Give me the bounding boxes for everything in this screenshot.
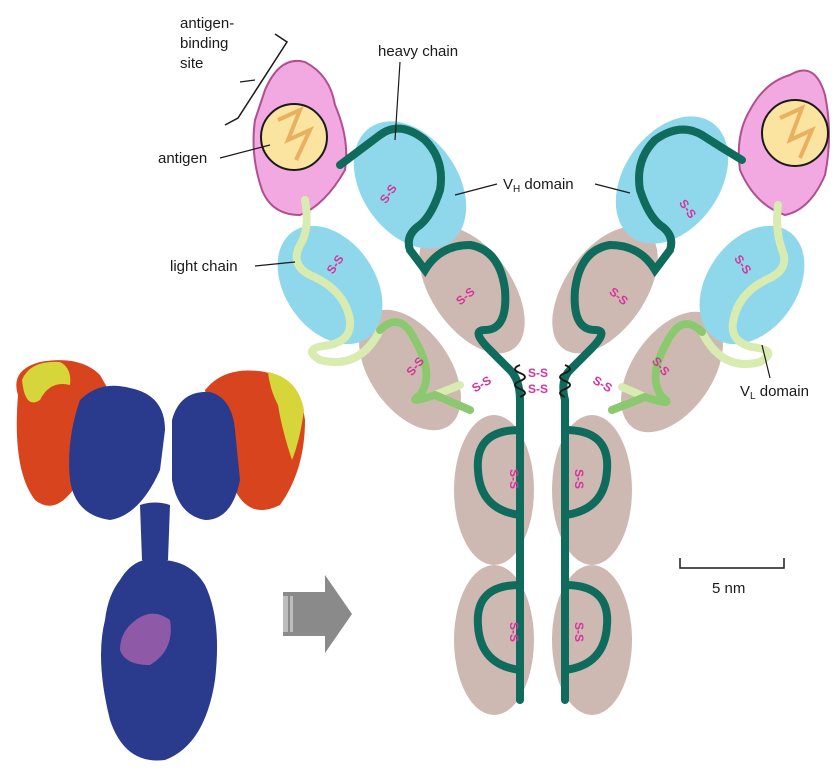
right-fab-heavy-chain bbox=[172, 392, 240, 520]
space-filling-model bbox=[16, 360, 305, 760]
disulfide-fc-left-upper: S-S bbox=[507, 469, 521, 489]
antigen-binding-site-label-3: site bbox=[180, 55, 203, 72]
antigen-binding-site-label-1: antigen- bbox=[180, 15, 234, 32]
antigen-binding-site-label-2: binding bbox=[180, 35, 228, 52]
disulfide-left-interchain: S-S bbox=[469, 373, 493, 395]
left-fab-heavy-chain bbox=[69, 386, 165, 520]
disulfide-fc-left-lower: S-S bbox=[507, 622, 521, 642]
disulfide-hinge-2: S-S bbox=[528, 382, 548, 396]
heavy-chain-label: heavy chain bbox=[378, 43, 458, 60]
space-fill-fc bbox=[101, 559, 217, 760]
right-arrow-icon bbox=[283, 575, 352, 653]
light-chain-label: light chain bbox=[170, 258, 238, 275]
disulfide-fc-right-upper: S-S bbox=[572, 469, 586, 489]
space-fill-hinge bbox=[140, 503, 170, 565]
vl-domain-label: VL domain bbox=[740, 383, 809, 402]
antigen-label: antigen bbox=[158, 150, 207, 167]
scale-bar-label: 5 nm bbox=[712, 580, 745, 597]
disulfide-hinge-1: S-S bbox=[528, 366, 548, 380]
left-antigen bbox=[261, 104, 327, 170]
scale-bar: 5 nm bbox=[680, 558, 784, 597]
vh-domain-label: VH domain bbox=[503, 176, 574, 195]
antigen-binding-site-leader bbox=[240, 80, 255, 82]
right-antigen bbox=[762, 100, 828, 166]
disulfide-fc-right-lower: S-S bbox=[572, 622, 586, 642]
disulfide-right-interchain: S-S bbox=[590, 373, 614, 395]
